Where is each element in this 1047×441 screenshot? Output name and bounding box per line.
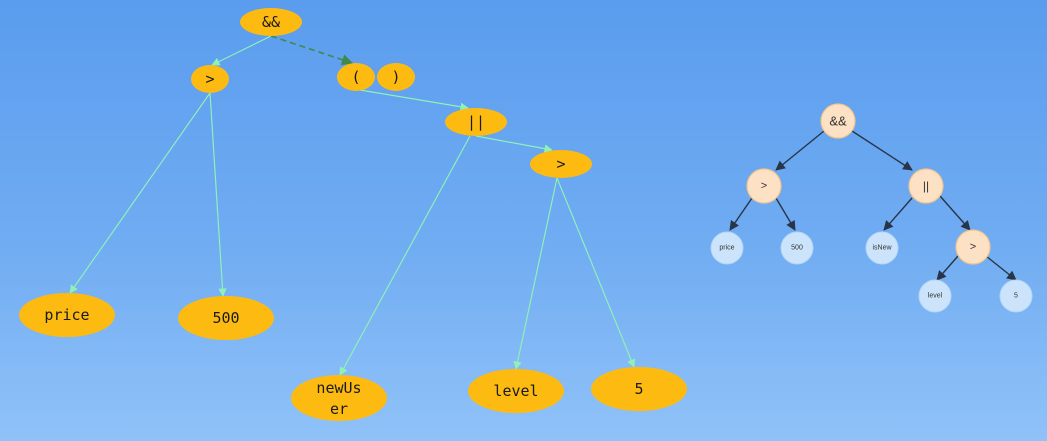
right-node-and: && — [820, 103, 856, 139]
right-node-gt: > — [746, 168, 782, 204]
edge-or-isnew — [883, 197, 913, 231]
node-label: price — [44, 306, 89, 324]
node-label: newUs — [316, 379, 361, 397]
left-node-5: 5 — [591, 367, 687, 411]
left-tree-edges — [69, 35, 636, 376]
right-node-5: 5 — [999, 279, 1033, 313]
edge-or-gt — [475, 135, 553, 153]
right-node-isnew: isNew — [865, 231, 899, 265]
node-label: isNew — [872, 245, 892, 252]
edge-gt-5 — [556, 177, 636, 368]
edge-gt-5 — [985, 255, 1017, 281]
node-label: 5 — [634, 380, 643, 398]
node-label: > — [205, 70, 214, 88]
edge-and-gt — [775, 130, 825, 171]
node-label: > — [761, 180, 767, 192]
edge-and-or — [851, 130, 913, 171]
node-label: er — [330, 400, 348, 418]
edge-or-newuser — [339, 135, 471, 376]
right-node-500: 500 — [780, 231, 814, 265]
left-node-500: 500 — [178, 296, 274, 340]
left-node-lparen: ( — [337, 63, 375, 91]
left-node-or: || — [445, 108, 507, 136]
node-label: > — [556, 155, 565, 173]
node-label: price — [719, 245, 734, 252]
left-node-level: level — [468, 369, 564, 413]
edge-gt-level — [513, 177, 558, 370]
right-node-or: || — [908, 168, 944, 204]
left-node-gt2: > — [530, 150, 592, 178]
left-node-rparen: ) — [377, 63, 415, 91]
node-label: > — [970, 241, 976, 253]
node-label: && — [829, 114, 847, 129]
right-node-price: price — [710, 231, 744, 265]
node-label: 500 — [791, 245, 803, 252]
right-node-level: level — [918, 279, 952, 313]
edge-gt-500 — [209, 92, 227, 297]
node-label: || — [923, 179, 929, 193]
node-label: ) — [391, 68, 400, 86]
edge-gt-price — [729, 197, 753, 231]
edge-and-gt — [211, 35, 272, 66]
right-tree-edges — [729, 130, 1017, 281]
left-node-gt: > — [191, 65, 229, 93]
node-label: level — [493, 382, 538, 400]
left-node-price: price — [19, 293, 115, 337]
edge-or-gt — [939, 195, 971, 231]
edge-gt-500 — [775, 197, 796, 231]
left-node-newuser: newUs er — [291, 375, 387, 421]
node-label: level — [928, 293, 943, 300]
right-node-gt2: > — [955, 229, 991, 265]
edge-gt-price — [69, 92, 211, 294]
node-label: && — [262, 13, 280, 31]
node-label: || — [467, 113, 485, 131]
edge-paren-or — [359, 89, 469, 111]
edge-gt-level — [936, 255, 959, 281]
node-label: 500 — [212, 309, 239, 327]
left-node-and: && — [240, 8, 302, 36]
edge-and-paren — [270, 35, 354, 66]
node-label: 5 — [1014, 293, 1018, 300]
node-label: ( — [351, 68, 360, 86]
